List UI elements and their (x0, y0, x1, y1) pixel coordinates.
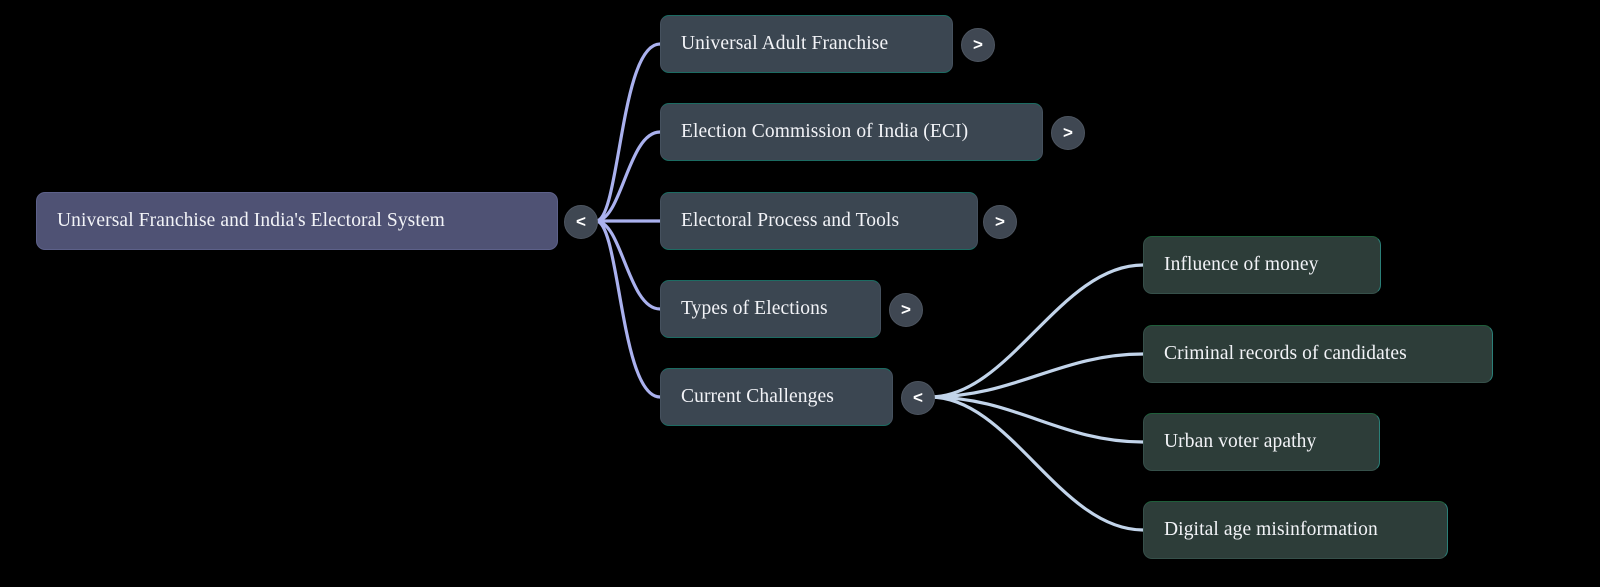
node-branch-label: Current Challenges (681, 386, 834, 408)
toggle-root[interactable]: < (564, 205, 598, 239)
challenge-edges (928, 263, 1145, 532)
node-leaf-label: Digital age misinformation (1164, 519, 1378, 541)
edge-challenges-to-leaf-2 (928, 352, 1145, 399)
root-edges (594, 42, 662, 399)
edge-root-to-branch-1 (594, 42, 662, 223)
node-branch-electoral-process[interactable]: Electoral Process and Tools (660, 192, 978, 250)
node-branch-types-of-elections[interactable]: Types of Elections (660, 280, 881, 338)
toggle-branch-universal-adult-franchise[interactable]: > (961, 28, 995, 62)
edge-challenges-to-leaf-3 (928, 395, 1145, 444)
chevron-right-icon: > (901, 300, 911, 319)
edge-root-to-branch-5 (594, 219, 662, 399)
node-leaf-label: Criminal records of candidates (1164, 343, 1407, 365)
edge-root-to-branch-4 (594, 219, 662, 311)
node-leaf-influence-of-money[interactable]: Influence of money (1143, 236, 1381, 294)
chevron-left-icon: < (576, 212, 586, 231)
node-root[interactable]: Universal Franchise and India's Electora… (36, 192, 558, 250)
node-branch-label: Types of Elections (681, 298, 828, 320)
toggle-branch-electoral-process[interactable]: > (983, 205, 1017, 239)
chevron-left-icon: < (913, 388, 923, 407)
toggle-branch-election-commission[interactable]: > (1051, 116, 1085, 150)
node-branch-universal-adult-franchise[interactable]: Universal Adult Franchise (660, 15, 953, 73)
chevron-right-icon: > (1063, 123, 1073, 142)
edge-root-to-branch-2 (594, 130, 662, 223)
toggle-branch-current-challenges[interactable]: < (901, 381, 935, 415)
node-branch-election-commission[interactable]: Election Commission of India (ECI) (660, 103, 1043, 161)
node-leaf-digital-age-misinformation[interactable]: Digital age misinformation (1143, 501, 1448, 559)
node-leaf-label: Influence of money (1164, 254, 1319, 276)
node-leaf-criminal-records[interactable]: Criminal records of candidates (1143, 325, 1493, 383)
edge-challenges-to-leaf-1 (928, 263, 1145, 399)
node-branch-current-challenges[interactable]: Current Challenges (660, 368, 893, 426)
edge-challenges-to-leaf-4 (928, 395, 1145, 532)
node-leaf-urban-voter-apathy[interactable]: Urban voter apathy (1143, 413, 1380, 471)
node-branch-label: Universal Adult Franchise (681, 33, 889, 55)
chevron-right-icon: > (973, 35, 983, 54)
node-branch-label: Election Commission of India (ECI) (681, 121, 969, 143)
node-leaf-label: Urban voter apathy (1164, 431, 1317, 453)
node-branch-label: Electoral Process and Tools (681, 210, 900, 232)
node-root-label: Universal Franchise and India's Electora… (57, 210, 445, 232)
toggle-branch-types-of-elections[interactable]: > (889, 293, 923, 327)
chevron-right-icon: > (995, 212, 1005, 231)
